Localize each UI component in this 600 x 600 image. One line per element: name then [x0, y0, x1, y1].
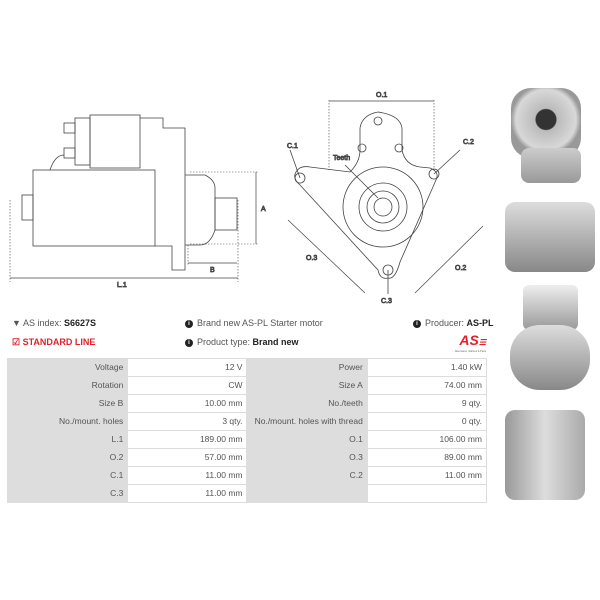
- spec-label: C.2: [246, 466, 368, 485]
- tag-icon: ▼: [12, 318, 21, 328]
- as-index: ▼ AS index: S6627S: [12, 318, 97, 328]
- spec-label: No./mount. holes with thread: [246, 412, 368, 431]
- spec-value: 57.00 mm: [127, 448, 248, 467]
- dimension-o3: [287, 219, 366, 294]
- label-b: B: [210, 267, 215, 274]
- spec-value: 9 qty.: [366, 394, 488, 413]
- spec-value: [366, 484, 488, 503]
- spec-value: 1.40 kW: [366, 358, 488, 377]
- spec-value: 10.00 mm: [127, 394, 248, 413]
- spec-label: O.3: [246, 448, 368, 467]
- spec-label: C.3: [6, 484, 129, 503]
- spec-label: O.1: [246, 430, 368, 449]
- spec-value: 189.00 mm: [127, 430, 248, 449]
- label-l1: L.1: [117, 282, 127, 289]
- label-c1: C.1: [287, 143, 298, 150]
- label-a: A: [261, 206, 266, 213]
- spec-value: CW: [127, 376, 248, 395]
- label-o3: O.3: [306, 255, 317, 262]
- standard-line-badge: ☑ STANDARD LINE: [12, 337, 96, 347]
- info-icon: i: [185, 319, 193, 328]
- spec-label: No./mount. holes: [6, 412, 129, 431]
- spec-label: Voltage: [6, 358, 129, 377]
- technical-drawing: A B L.1 C.3 O.1 C.1 C.2 O.3 O.2 Teeth: [9, 92, 484, 305]
- label-teeth: Teeth: [333, 155, 350, 162]
- spec-value: 11.00 mm: [366, 466, 488, 485]
- spec-label: Size A: [246, 376, 368, 395]
- spec-value: 11.00 mm: [127, 466, 248, 485]
- product-photo-rear: [505, 410, 585, 500]
- spec-value: 3 qty.: [127, 412, 248, 431]
- label-o1: O.1: [376, 92, 387, 99]
- label-c3: C.3: [381, 298, 392, 305]
- spec-label: Rotation: [6, 376, 129, 395]
- info-icon: i: [413, 319, 421, 328]
- spec-value: 106.00 mm: [366, 430, 488, 449]
- spec-label: No./teeth: [246, 394, 368, 413]
- info-icon: i: [185, 338, 193, 347]
- product-photo-top: [505, 285, 595, 395]
- spec-label: O.2: [6, 448, 129, 467]
- spec-label: Power: [246, 358, 368, 377]
- side-view-drawing: [21, 114, 238, 271]
- spec-value: 11.00 mm: [127, 484, 248, 503]
- product-photo-front: [503, 88, 595, 188]
- spec-label: [246, 484, 368, 503]
- spec-value: 74.00 mm: [366, 376, 488, 395]
- spec-value: 0 qty.: [366, 412, 488, 431]
- checkbox-icon: ☑: [12, 337, 21, 347]
- spec-value: 89.00 mm: [366, 448, 488, 467]
- spec-label: C.1: [6, 466, 129, 485]
- spec-value: 12 V: [127, 358, 248, 377]
- label-o2: O.2: [455, 265, 466, 272]
- product-photo-side: [505, 202, 595, 272]
- dimension-o2: [414, 225, 484, 294]
- spec-label: L.1: [6, 430, 129, 449]
- spec-label: Size B: [6, 394, 129, 413]
- front-view-drawing: [289, 111, 461, 294]
- label-c2: C.2: [463, 139, 474, 146]
- as-pl-logo: AS☰ Alternators, Starters & Parts: [454, 332, 486, 353]
